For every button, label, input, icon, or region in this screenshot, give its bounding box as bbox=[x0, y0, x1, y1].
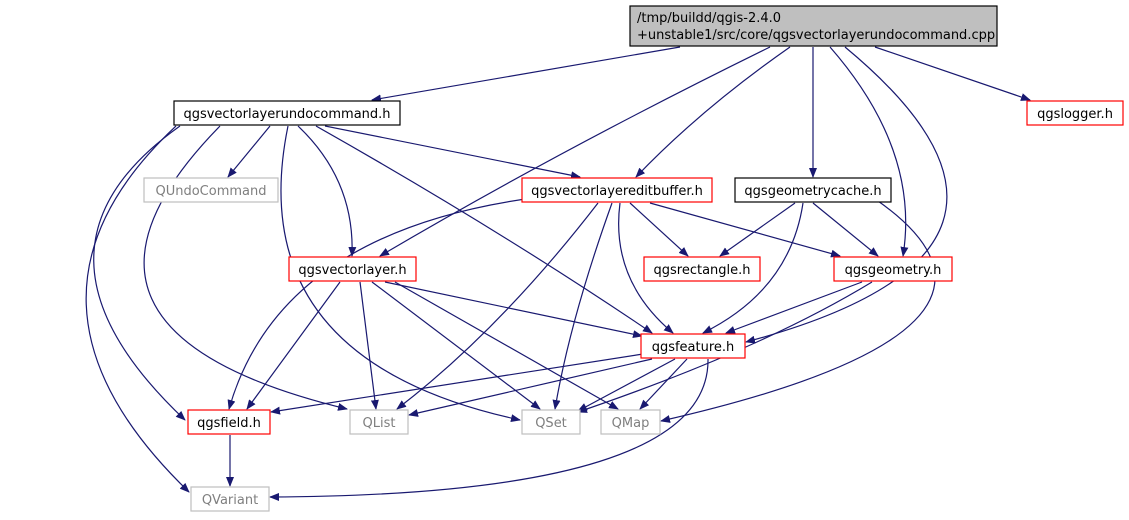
edge-root-to-qgslogger bbox=[874, 46, 1031, 101]
edge-undocmd_h-to-vectorlayer bbox=[297, 125, 357, 257]
edge-undocmd_h-to-qundocommand bbox=[227, 125, 271, 178]
node-field-label: qgsfield.h bbox=[197, 416, 261, 431]
edge-root-to-feature bbox=[745, 46, 948, 344]
edge-root-to-vectorlayer bbox=[379, 46, 771, 257]
edge-undocmd_h-to-field bbox=[93, 125, 186, 421]
node-qundocommand: QUndoCommand bbox=[143, 177, 279, 203]
edge-editbuffer-to-geometry bbox=[649, 202, 841, 258]
edge-vectorlayer-to-qlist bbox=[359, 281, 379, 410]
edge-undocmd_h-to-qset bbox=[280, 125, 521, 423]
node-root-label-line-2: +unstable1/src/core/qgsvectorlayerundoco… bbox=[637, 28, 995, 43]
node-undocmd_h-label: qgsvectorlayerundocommand.h bbox=[183, 107, 390, 122]
edge-vectorlayer-to-qset bbox=[371, 281, 541, 410]
edge-feature-to-qmap bbox=[639, 358, 688, 410]
edge-editbuffer-to-rectangle bbox=[629, 202, 689, 257]
edge-geometry-to-feature bbox=[725, 281, 863, 334]
node-qvariant-box bbox=[190, 486, 270, 512]
edge-layer bbox=[85, 46, 1031, 501]
node-qlist: QList bbox=[349, 409, 409, 435]
edge-feature-to-field bbox=[270, 353, 644, 415]
edge-root-to-editbuffer bbox=[635, 46, 791, 178]
node-editbuffer-box bbox=[521, 177, 713, 203]
node-root-label-line-1: /tmp/buildd/qgis-2.4.0 bbox=[637, 11, 781, 26]
node-vectorlayer-label: qgsvectorlayer.h bbox=[298, 263, 406, 278]
node-undocmd_h-box bbox=[173, 100, 401, 126]
node-root[interactable]: /tmp/buildd/qgis-2.4.0 +unstable1/src/cor… bbox=[629, 5, 998, 47]
edge-editbuffer-to-qset bbox=[552, 202, 613, 410]
node-editbuffer-label: qgsvectorlayereditbuffer.h bbox=[531, 184, 703, 199]
edge-root-to-geometry bbox=[829, 46, 909, 257]
node-qundocommand-label: QUndoCommand bbox=[155, 184, 266, 199]
node-feature-label: qgsfeature.h bbox=[652, 340, 735, 355]
node-geometry[interactable]: qgsgeometry.h bbox=[833, 256, 953, 282]
node-qvariant: QVariant bbox=[190, 486, 270, 512]
node-qgslogger-box bbox=[1026, 100, 1124, 126]
node-qundocommand-box bbox=[143, 177, 279, 203]
edge-undocmd_h-to-feature bbox=[315, 125, 653, 334]
node-editbuffer[interactable]: qgsvectorlayereditbuffer.h bbox=[521, 177, 713, 203]
node-qlist-label: QList bbox=[363, 416, 396, 431]
node-feature-box bbox=[640, 333, 746, 359]
node-field[interactable]: qgsfield.h bbox=[187, 409, 271, 435]
edge-vectorlayer-to-qmap bbox=[394, 281, 619, 410]
node-qmap-box bbox=[600, 409, 661, 435]
edge-geomcache-to-feature bbox=[702, 202, 804, 334]
node-qvariant-label: QVariant bbox=[202, 493, 258, 508]
node-vectorlayer[interactable]: qgsvectorlayer.h bbox=[288, 256, 417, 282]
node-qmap-label: QMap bbox=[612, 416, 650, 431]
node-geomcache-box bbox=[734, 177, 892, 203]
node-geomcache-label: qgsgeometrycache.h bbox=[744, 184, 881, 199]
node-qgslogger-label: qgslogger.h bbox=[1037, 107, 1113, 122]
node-qset-label: QSet bbox=[535, 416, 567, 431]
node-rectangle-label: qgsrectangle.h bbox=[653, 263, 750, 278]
node-qset-box bbox=[521, 409, 581, 435]
node-rectangle[interactable]: qgsrectangle.h bbox=[643, 256, 761, 282]
edge-feature-to-qvariant bbox=[269, 358, 709, 501]
node-vectorlayer-box bbox=[288, 256, 417, 282]
node-geometry-box bbox=[833, 256, 953, 282]
node-undocmd_h[interactable]: qgsvectorlayerundocommand.h bbox=[173, 100, 401, 126]
edge-geomcache-to-rectangle bbox=[719, 202, 796, 257]
edge-feature-to-qlist bbox=[408, 358, 653, 417]
node-feature[interactable]: qgsfeature.h bbox=[640, 333, 746, 359]
node-qlist-box bbox=[349, 409, 409, 435]
edge-feature-to-qset bbox=[577, 358, 676, 412]
edge-vectorlayer-to-field bbox=[246, 281, 341, 410]
edge-undocmd_h-to-qvariant bbox=[85, 125, 190, 493]
node-geometry-label: qgsgeometry.h bbox=[845, 263, 942, 278]
node-qgslogger[interactable]: qgslogger.h bbox=[1026, 100, 1124, 126]
node-layer: /tmp/buildd/qgis-2.4.0 +unstable1/src/cor… bbox=[143, 5, 1124, 512]
edge-undocmd_h-to-editbuffer bbox=[324, 125, 581, 180]
node-field-box bbox=[187, 409, 271, 435]
node-geomcache[interactable]: qgsgeometrycache.h bbox=[734, 177, 892, 203]
node-root-box bbox=[629, 5, 998, 47]
edge-editbuffer-to-feature bbox=[618, 202, 674, 334]
edge-geomcache-to-geometry bbox=[812, 202, 879, 257]
node-qset: QSet bbox=[521, 409, 581, 435]
edge-root-to-undocmd_h bbox=[371, 46, 681, 103]
edge-geomcache-to-qmap bbox=[660, 200, 936, 423]
node-qmap: QMap bbox=[600, 409, 661, 435]
node-rectangle-box bbox=[643, 256, 761, 282]
edge-vectorlayer-to-feature bbox=[384, 281, 643, 339]
